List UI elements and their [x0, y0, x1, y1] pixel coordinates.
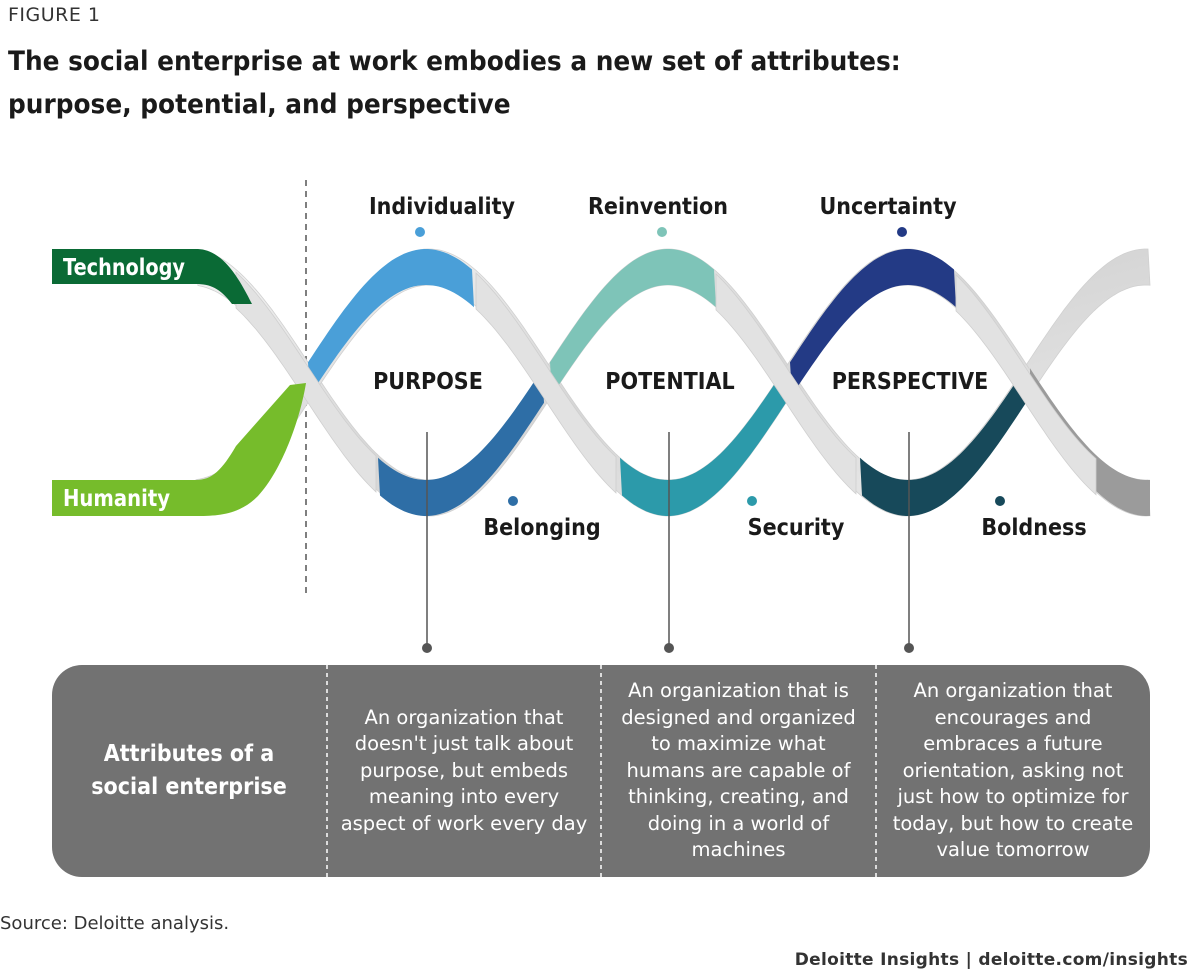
figure-title: The social enterprise at work embodies a… [8, 40, 1020, 126]
crest-perspective [790, 249, 956, 396]
leader-dot-purpose [422, 643, 432, 653]
humanity-strand-shape [52, 383, 306, 516]
panel-heading-text: Attributes of a social enterprise [91, 741, 287, 800]
bottom-label-purpose: Belonging [483, 515, 600, 541]
ribbon-crossing-1 [235, 271, 377, 493]
source-note: Source: Deloitte analysis. [0, 913, 230, 934]
colored-segments [308, 249, 1150, 516]
top-label-purpose: Individuality [369, 194, 515, 220]
trough-purpose [378, 369, 544, 516]
crest-potential [550, 249, 716, 396]
footer-credit: Deloitte Insights | deloitte.com/insight… [794, 950, 1188, 970]
leader-dot-potential [664, 643, 674, 653]
bottom-connector-dot [995, 496, 1005, 506]
bottom-label-potential: Security [748, 515, 845, 541]
ribbon-crossing-4 [955, 273, 1097, 496]
bottom-label-perspective: Boldness [981, 515, 1086, 541]
title-line-1: The social enterprise at work embodies a… [8, 46, 901, 77]
ribbon-crossing-2 [475, 272, 617, 494]
trough-potential [620, 369, 786, 516]
leader-dot-perspective [904, 643, 914, 653]
pillar-name-potential: POTENTIAL [605, 369, 734, 395]
trough-perspective [860, 369, 1026, 516]
purpose-description: An organization that doesn't just talk a… [340, 705, 588, 835]
ribbon-tail-grey [1030, 368, 1150, 516]
pillar-name-purpose: PURPOSE [373, 369, 483, 395]
title-line-2: purpose, potential, and perspective [8, 89, 511, 120]
potential-description-cell: An organization that is designed and org… [601, 665, 876, 877]
crest-purpose [308, 249, 474, 396]
pillar-name-perspective: PERSPECTIVE [832, 369, 989, 395]
perspective-description: An organization that encourages and embr… [892, 679, 1134, 862]
purpose-description-cell: An organization that doesn't just talk a… [327, 665, 601, 877]
ribbon-front [235, 271, 1097, 496]
ribbon-crossing-3 [715, 273, 857, 495]
bottom-connector-dot [747, 496, 757, 506]
top-label-perspective: Uncertainty [819, 194, 956, 220]
figure-label: FIGURE 1 [8, 4, 101, 26]
potential-description: An organization that is designed and org… [621, 679, 856, 862]
humanity-label: Humanity [63, 486, 170, 512]
bottom-connector-dot [508, 496, 518, 506]
technology-strand-shape [52, 249, 252, 304]
panel-heading: Attributes of a social enterprise [52, 665, 326, 877]
technology-label: Technology [63, 255, 185, 281]
perspective-description-cell: An organization that encourages and embr… [876, 665, 1150, 877]
top-connector-dot [657, 227, 667, 237]
top-label-potential: Reinvention [588, 194, 728, 220]
top-connector-dot [415, 227, 425, 237]
top-connector-dot [897, 227, 907, 237]
